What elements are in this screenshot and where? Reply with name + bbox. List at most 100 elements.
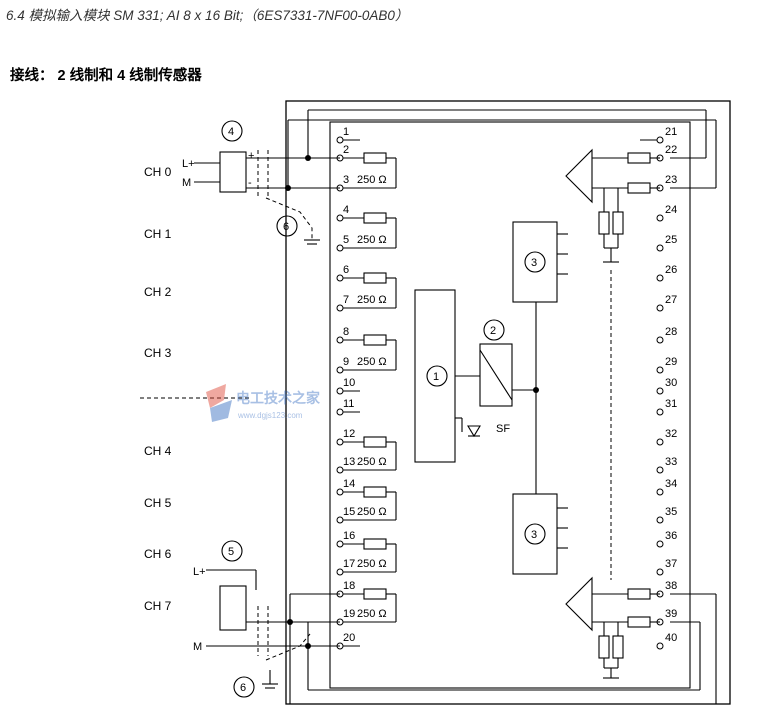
plus-label-ch0: + [248, 150, 254, 162]
left-terminal-label: 13 [343, 456, 355, 468]
callout-6a-circle [276, 215, 298, 237]
right-terminal [656, 387, 664, 395]
right-terminal [656, 366, 664, 374]
right-terminal-label: 27 [665, 294, 677, 306]
resistor-label: 250 Ω [357, 558, 387, 570]
resistor-label: 250 Ω [357, 234, 387, 246]
resistor-label: 250 Ω [357, 506, 387, 518]
lplus-label-ch0: L+ [182, 158, 195, 170]
resistor-label: 250 Ω [357, 294, 387, 306]
resistor-label: 250 Ω [357, 174, 387, 186]
callout-5-circle [221, 540, 243, 562]
right-terminal-label: 26 [665, 264, 677, 276]
m-label-ch7: M [193, 641, 202, 653]
sensor-5-box [219, 585, 247, 631]
resistor-label: 250 Ω [357, 456, 387, 468]
page-title: 6.4 模拟输入模块 SM 331; AI 8 x 16 Bit;（6ES733… [6, 8, 409, 23]
left-terminal-label: 1 [343, 126, 349, 138]
watermark: 电工技术之家 www.dgjs123.com [206, 384, 321, 422]
right-terminal-label: 33 [665, 456, 677, 468]
resistor-shunt-a [598, 211, 610, 235]
callout-3a-circle [524, 251, 546, 273]
right-terminal-label: 34 [665, 478, 677, 490]
resistor-r22 [627, 152, 651, 164]
right-terminal-label: 21 [665, 126, 677, 138]
right-terminal-label: 39 [665, 608, 677, 620]
resistor-r23 [627, 182, 651, 194]
resistor-250 [363, 588, 387, 600]
watermark-text: 电工技术之家 [236, 390, 321, 406]
right-terminal-label: 22 [665, 144, 677, 156]
watermark-url: www.dgjs123.com [237, 411, 303, 420]
channel-label: CH 5 [144, 496, 172, 510]
right-terminal [656, 540, 664, 548]
callout-3b-circle [524, 523, 546, 545]
right-terminal-label: 25 [665, 234, 677, 246]
callout-2: 2 [490, 325, 496, 337]
channel-label: CH 1 [144, 227, 172, 241]
callout-1: 1 [433, 371, 439, 383]
resistor-250 [363, 152, 387, 164]
sensor-4-box [219, 151, 247, 193]
right-terminal-label: 31 [665, 398, 677, 410]
left-terminal-label: 3 [343, 174, 349, 186]
block-3-upper [512, 221, 558, 303]
right-terminal-label: 29 [665, 356, 677, 368]
left-terminal-label: 2 [343, 144, 349, 156]
right-terminal [656, 466, 664, 474]
right-terminal-label: 24 [665, 204, 677, 216]
left-terminal-label: 4 [343, 204, 349, 216]
left-terminal-label: 6 [343, 264, 349, 276]
resistor-250 [363, 538, 387, 550]
lplus-label-ch7: L+ [193, 566, 206, 578]
amplifier-upper [565, 148, 593, 204]
left-terminal-label: 10 [343, 377, 355, 389]
sf-label: SF [496, 423, 510, 435]
m-label-ch0: M [182, 177, 191, 189]
channel-label: CH 6 [144, 547, 172, 561]
right-terminal [656, 438, 664, 446]
resistor-r39 [627, 616, 651, 628]
right-terminal-label: 38 [665, 580, 677, 592]
channel-label: CH 2 [144, 285, 172, 299]
resistor-shunt-b [612, 211, 624, 235]
right-terminal-label: 30 [665, 377, 677, 389]
callout-6b: 6 [240, 682, 246, 694]
left-terminal-label: 15 [343, 506, 355, 518]
resistor-shunt-c [598, 635, 610, 659]
right-terminal [656, 244, 664, 252]
channel-label: CH 3 [144, 346, 172, 360]
left-terminal-label: 18 [343, 580, 355, 592]
resistor-250 [363, 212, 387, 224]
right-terminal-label: 36 [665, 530, 677, 542]
wiring-subtitle: 接线： 2 线制和 4 线制传感器 [10, 68, 202, 84]
right-terminal-label: 23 [665, 174, 677, 186]
right-terminal-label: 32 [665, 428, 677, 440]
right-terminal [656, 136, 664, 144]
right-terminal [656, 408, 664, 416]
callout-2-circle [483, 319, 505, 341]
left-terminal-label: 5 [343, 234, 349, 246]
left-terminal-label: 12 [343, 428, 355, 440]
left-terminal-label: 14 [343, 478, 355, 490]
right-terminal [656, 642, 664, 650]
block-3-lower [512, 493, 558, 575]
right-terminal [656, 516, 664, 524]
module-inner-panel [329, 121, 691, 689]
resistor-r38 [627, 588, 651, 600]
right-terminal [656, 214, 664, 222]
callout-4: 4 [228, 126, 234, 138]
callout-4-circle [221, 120, 243, 142]
resistor-shunt-d [612, 635, 624, 659]
right-terminal-label: 40 [665, 632, 677, 644]
left-terminal-label: 17 [343, 558, 355, 570]
left-terminal-label: 8 [343, 326, 349, 338]
left-terminal-label: 9 [343, 356, 349, 368]
right-terminal-label: 35 [665, 506, 677, 518]
block-2 [479, 343, 513, 407]
channel-label: CH 0 [144, 165, 172, 179]
resistor-label: 250 Ω [357, 608, 387, 620]
